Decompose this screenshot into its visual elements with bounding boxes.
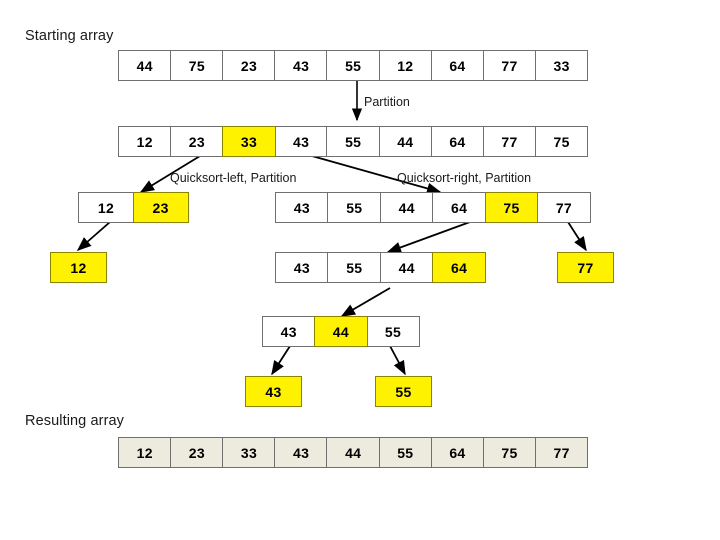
array-cell: 77 — [534, 437, 589, 468]
leaf-box-43: 43 — [245, 376, 302, 407]
array-cell: 55 — [378, 437, 433, 468]
array-cell: 75 — [170, 50, 224, 81]
array-cell: 55 — [327, 252, 382, 283]
arrow-inner-to-leaf-43 — [271, 345, 291, 376]
array-cell: 75 — [484, 192, 539, 223]
array-cell: 55 — [366, 316, 420, 347]
array-cell: 43 — [274, 50, 328, 81]
array-cell: 64 — [430, 126, 485, 157]
array-cell: 55 — [327, 192, 382, 223]
array-cell: 77 — [482, 126, 537, 157]
array-cell: 64 — [432, 252, 487, 283]
leaf-box-12: 12 — [50, 252, 107, 283]
array-cell: 44 — [118, 50, 172, 81]
array-cell: 64 — [430, 437, 485, 468]
array-cell: 55 — [326, 50, 380, 81]
array-cell: 43 — [275, 252, 329, 283]
label-quicksort-left: Quicksort-left, Partition — [170, 171, 297, 185]
array-cell: 23 — [170, 126, 224, 157]
array-cell: 12 — [78, 192, 134, 223]
arrow-left-to-leaf-12 — [76, 221, 111, 251]
array-cell: 43 — [274, 126, 328, 157]
array-cell: 77 — [537, 192, 591, 223]
array-cell: 44 — [378, 126, 433, 157]
array-cell: 77 — [482, 50, 537, 81]
starting-array-caption: Starting array — [25, 28, 114, 44]
array-cell: 64 — [430, 50, 485, 81]
array-cell: 23 — [170, 437, 224, 468]
array-cell: 44 — [314, 316, 368, 347]
array-cell: 33 — [222, 437, 276, 468]
array-cell: 12 — [118, 437, 172, 468]
leaf-box-77: 77 — [557, 252, 614, 283]
arrow-right-to-leaf-77 — [567, 221, 587, 252]
array-cell: 12 — [118, 126, 172, 157]
array-cell: 64 — [432, 192, 487, 223]
array-cell: 75 — [482, 437, 537, 468]
array-cell: 33 — [534, 50, 589, 81]
arrow-inner-to-leaf-55 — [389, 345, 406, 376]
array-cell: 44 — [379, 192, 434, 223]
array-cell: 23 — [222, 50, 276, 81]
array-cell: 43 — [274, 437, 328, 468]
arrow-right-left-to-inner — [340, 287, 391, 317]
label-quicksort-right: Quicksort-right, Partition — [397, 171, 532, 185]
array-cell: 43 — [262, 316, 316, 347]
array-cell: 44 — [326, 437, 380, 468]
array-cell: 33 — [222, 126, 276, 157]
array-cell: 44 — [379, 252, 434, 283]
array-cell: 23 — [132, 192, 189, 223]
array-cell: 75 — [534, 126, 589, 157]
arrow-right-to-right-left — [386, 221, 471, 253]
label-partition: Partition — [364, 95, 410, 109]
array-cell: 43 — [275, 192, 329, 223]
resulting-array-caption: Resulting array — [25, 413, 125, 429]
leaf-box-55: 55 — [375, 376, 432, 407]
array-cell: 55 — [326, 126, 380, 157]
array-cell: 12 — [378, 50, 433, 81]
